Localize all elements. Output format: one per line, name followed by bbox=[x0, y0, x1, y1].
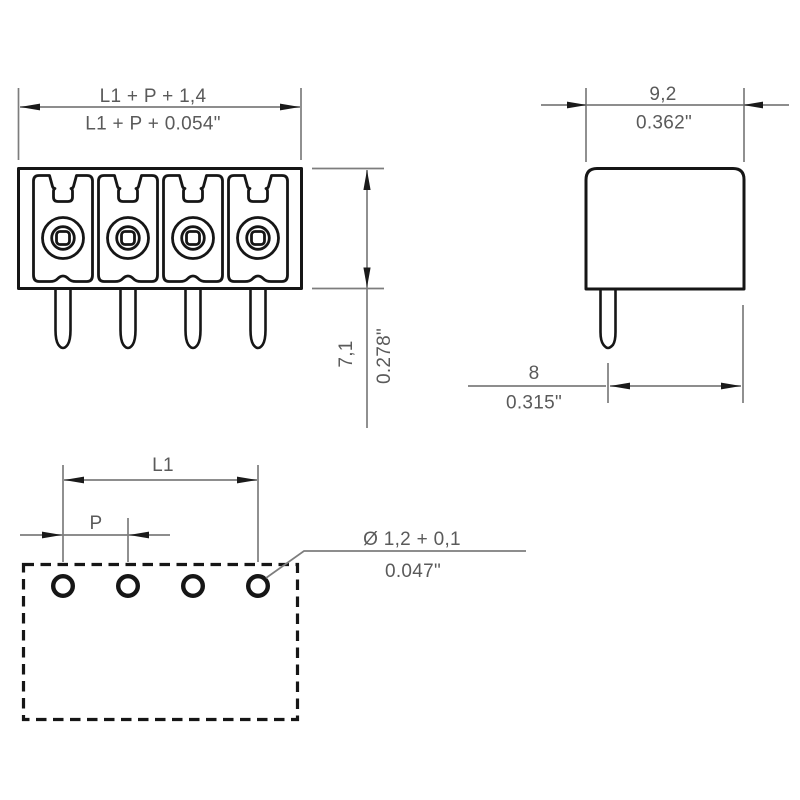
footprint-pitch-dimension: P bbox=[20, 513, 170, 562]
hole-4 bbox=[248, 576, 268, 596]
dim-arrow-left bbox=[129, 531, 149, 539]
leader-line bbox=[265, 550, 526, 579]
hole-diameter-metric: Ø 1,2 + 0,1 bbox=[363, 529, 461, 550]
dim-arrow-left bbox=[743, 101, 763, 109]
dim-arrow-left bbox=[20, 103, 40, 111]
hole-diameter-callout: Ø 1,2 + 0,1 0.047" bbox=[265, 529, 526, 582]
dim-arrow-left bbox=[610, 382, 630, 390]
row-span-label: L1 bbox=[152, 455, 174, 476]
side-setback-metric: 8 bbox=[529, 363, 540, 384]
pin-2 bbox=[119, 285, 137, 350]
hole-1 bbox=[53, 576, 73, 596]
hole-diameter-inch: 0.047" bbox=[385, 561, 441, 582]
side-depth-inch: 0.362" bbox=[636, 113, 692, 134]
side-housing-body bbox=[584, 167, 746, 291]
hole-2 bbox=[118, 576, 138, 596]
dim-arrow-up bbox=[363, 170, 371, 190]
hole-3 bbox=[183, 576, 203, 596]
dim-arrow-down bbox=[363, 267, 371, 288]
dim-arrow-right bbox=[280, 103, 300, 111]
side-view: 9,2 0.362" 8 0.315" bbox=[468, 84, 789, 414]
footprint-row-span-dimension: L1 bbox=[62, 455, 259, 562]
front-view: L1 + P + 1,4 L1 + P + 0.054" 7,1 bbox=[17, 86, 395, 428]
pitch-label: P bbox=[90, 513, 103, 534]
dim-arrow-right bbox=[237, 476, 257, 484]
dim-arrow-left bbox=[64, 476, 84, 484]
front-height-metric: 7,1 bbox=[336, 340, 357, 367]
dim-arrow-right bbox=[42, 531, 62, 539]
front-width-dimension: L1 + P + 1,4 L1 + P + 0.054" bbox=[17, 86, 302, 160]
side-pin-setback-dimension: 8 0.315" bbox=[468, 305, 744, 414]
side-pin bbox=[599, 286, 617, 350]
pcb-outline bbox=[21, 562, 300, 722]
dim-arrow-right bbox=[567, 101, 587, 109]
footprint-holes bbox=[53, 576, 268, 596]
front-width-inch: L1 + P + 0.054" bbox=[85, 114, 221, 135]
footprint-view: L1 P Ø 1,2 + 0,1 0.047" bbox=[20, 455, 526, 722]
front-height-inch: 0.278" bbox=[374, 328, 395, 384]
pin-4 bbox=[249, 285, 267, 350]
dim-arrow-right bbox=[721, 382, 741, 390]
front-height-dimension: 7,1 0.278" bbox=[312, 167, 395, 428]
pin-3 bbox=[184, 285, 202, 350]
side-setback-inch: 0.315" bbox=[506, 393, 562, 414]
side-depth-metric: 9,2 bbox=[649, 84, 676, 105]
pin-1 bbox=[54, 285, 72, 350]
front-width-metric: L1 + P + 1,4 bbox=[100, 86, 207, 107]
side-depth-dimension: 9,2 0.362" bbox=[541, 84, 789, 162]
front-pins bbox=[54, 285, 267, 350]
